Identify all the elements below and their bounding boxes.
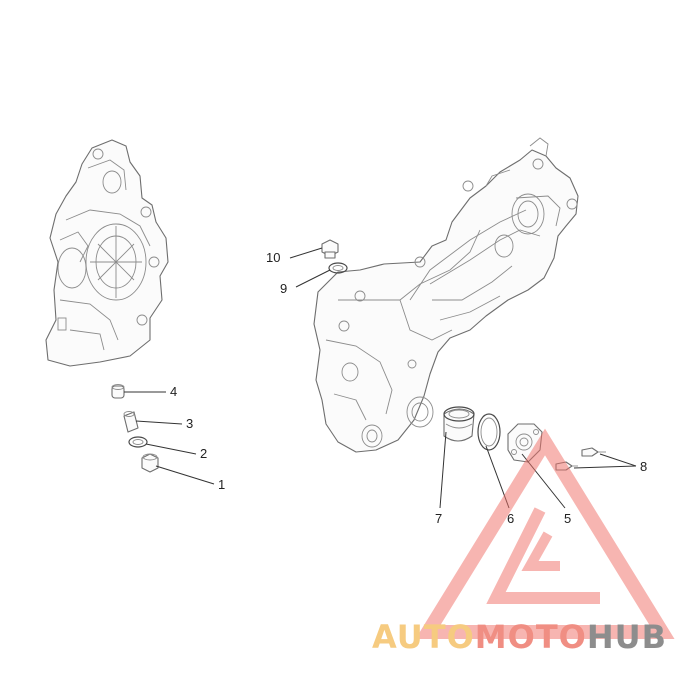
callout-7: 7	[435, 511, 442, 526]
part-4-pin	[111, 384, 125, 399]
part-6-o-ring	[477, 413, 501, 451]
automotohub-watermark: AUTOMOTOHUB	[372, 428, 675, 656]
callout-2: 2	[200, 446, 207, 461]
watermark-hub: HUB	[587, 618, 667, 656]
part-1-plug	[141, 453, 159, 473]
watermark-auto: AUTO	[372, 618, 475, 656]
callout-6: 6	[507, 511, 514, 526]
watermark-moto: MOTO	[475, 618, 587, 656]
callout-5: 5	[564, 511, 571, 526]
callout-8: 8	[640, 459, 647, 474]
callout-4: 4	[170, 384, 177, 399]
part-10-bolt	[321, 239, 339, 259]
part-9-washer	[328, 262, 348, 274]
callout-10: 10	[266, 250, 280, 265]
part-3-sleeve	[123, 411, 139, 433]
part-2-ring	[128, 436, 148, 448]
callout-1: 1	[218, 477, 225, 492]
callout-9: 9	[280, 281, 287, 296]
watermark-triangle-logo	[415, 428, 675, 639]
part-7-cylinder	[443, 406, 475, 442]
left-crankcase-half	[45, 139, 169, 367]
right-crankcase-half	[313, 137, 579, 453]
watermark-text: AUTOMOTOHUB	[372, 618, 667, 656]
callout-3: 3	[186, 416, 193, 431]
callout-numbers: 10 9 4 3 2 1 7 6 5 8	[170, 250, 647, 526]
